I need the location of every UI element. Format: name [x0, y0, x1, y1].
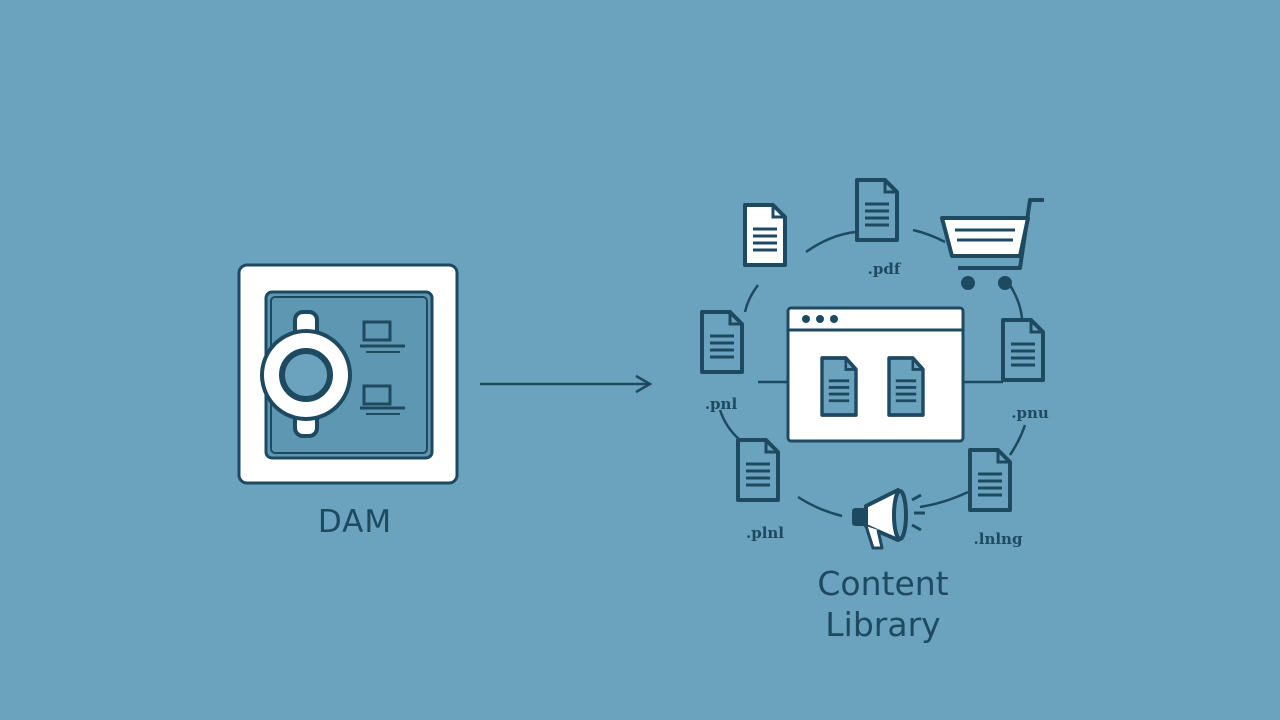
- file-extension-label: .pnl: [704, 395, 738, 413]
- file-extension-label: .pnu: [1011, 404, 1049, 422]
- document-icon: [700, 310, 744, 374]
- connection-ring: [718, 228, 1027, 518]
- browser-window-icon: [786, 306, 965, 443]
- content-library-label-line1: Content: [817, 564, 949, 603]
- document-icon: [887, 356, 925, 417]
- file-extension-label: .plnl: [745, 524, 784, 542]
- vault-icon: [237, 263, 459, 485]
- document-icon: [820, 356, 858, 417]
- file-extension-label: .lnlng: [973, 530, 1023, 548]
- document-icon: [736, 438, 780, 502]
- arrow-icon: [480, 374, 653, 394]
- document-icon: [855, 178, 899, 242]
- megaphone-icon: [852, 488, 925, 550]
- document-icon: [968, 448, 1012, 512]
- dam-label: DAM: [317, 504, 393, 540]
- shopping-cart-icon: [940, 198, 1044, 290]
- content-library-label: Content Library: [772, 563, 994, 645]
- content-library-label-line2: Library: [825, 605, 941, 644]
- document-icon: [1001, 318, 1045, 382]
- file-extension-label: .pdf: [867, 260, 901, 278]
- document-icon: [743, 203, 787, 267]
